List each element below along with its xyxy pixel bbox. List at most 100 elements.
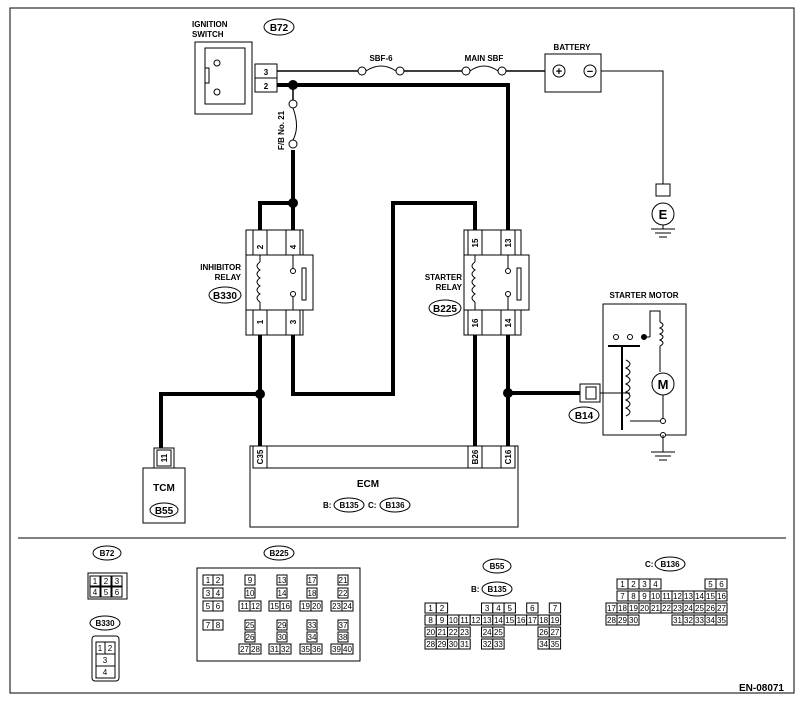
b225-cell <box>337 619 349 631</box>
b225-cell <box>310 600 323 612</box>
b136-pin-label: 14 <box>695 592 704 601</box>
svg-text:2: 2 <box>256 244 265 249</box>
b225-cell <box>306 631 318 643</box>
b136-pin-label: 10 <box>651 592 660 601</box>
b136-pin-label: 22 <box>662 604 671 613</box>
b225-pin-label: 4 <box>216 589 221 598</box>
svg-text:5: 5 <box>104 588 109 597</box>
svg-text:RELAY: RELAY <box>215 273 242 282</box>
b135-pin-label: 25 <box>494 628 503 637</box>
b136-pin-label: 24 <box>684 604 693 613</box>
b136-pin-label: 7 <box>620 592 625 601</box>
b136-cell <box>715 578 728 590</box>
b136-pin-label: 12 <box>673 592 682 601</box>
b225-pin-label: 12 <box>251 602 260 611</box>
b135-pin-label: 18 <box>539 616 548 625</box>
b136-pin-label: 20 <box>640 604 649 613</box>
svg-text:STARTER MOTOR: STARTER MOTOR <box>609 291 678 300</box>
starter-relay-connector: B225 <box>433 304 457 315</box>
b135-pin-label: 23 <box>460 628 469 637</box>
svg-text:3: 3 <box>264 68 269 77</box>
b135-pin-label: 29 <box>437 640 446 649</box>
main-sbf-label: MAIN SBF <box>465 54 504 63</box>
b225-cell <box>212 600 224 612</box>
tcm-connector: B55 <box>155 506 174 517</box>
b135-pin-label: 12 <box>471 616 480 625</box>
b225-pin-label: 32 <box>281 645 290 654</box>
svg-text:BATTERY: BATTERY <box>554 43 592 52</box>
b225-cell <box>276 631 288 643</box>
svg-text:6: 6 <box>115 588 120 597</box>
b136-pin-label: 34 <box>706 616 715 625</box>
svg-text:1: 1 <box>93 577 98 586</box>
b136-pin-label: 9 <box>642 592 647 601</box>
b135-cell <box>548 602 562 614</box>
b135-pin-label: 2 <box>440 604 445 613</box>
b225-cell <box>244 631 256 643</box>
svg-text:4: 4 <box>289 244 298 249</box>
b225-cell <box>306 619 318 631</box>
starter-relay: STARTER RELAY B225 15 13 16 14 <box>425 229 530 336</box>
svg-text:SWITCH: SWITCH <box>192 30 224 39</box>
b135-pin-label: 35 <box>550 640 559 649</box>
b135-pin-label: 15 <box>505 616 514 625</box>
b225-pin-label: 8 <box>216 621 221 630</box>
b136-pin-label: 15 <box>706 592 715 601</box>
b225-cell <box>279 643 292 655</box>
b135-pin-label: 17 <box>528 616 537 625</box>
svg-text:RELAY: RELAY <box>436 283 463 292</box>
battery: BATTERY + − <box>544 43 602 93</box>
svg-text:16: 16 <box>471 318 480 327</box>
ground-e: E <box>651 183 675 238</box>
b225-pin-label: 25 <box>246 621 255 630</box>
b136-pin-label: 18 <box>618 604 627 613</box>
b135-cell <box>492 638 505 650</box>
b225-pin-label: 17 <box>308 576 317 585</box>
b135-cell <box>548 638 562 650</box>
b136-cell <box>715 614 728 626</box>
b225-cell <box>337 574 349 586</box>
b225-pin-label: 1 <box>206 576 211 585</box>
svg-text:−: − <box>587 66 593 78</box>
b136-pin-label: 29 <box>618 616 627 625</box>
svg-text:2: 2 <box>108 644 113 653</box>
fuse-21: F/B No. 21 <box>277 99 298 150</box>
b135-pin-label: 21 <box>437 628 446 637</box>
b225-pin-label: 18 <box>308 589 317 598</box>
b135-pin-label: 9 <box>440 616 445 625</box>
b225-pin-label: 26 <box>246 633 255 642</box>
b225-pin-label: 33 <box>308 621 317 630</box>
b136-pin-label: 30 <box>629 616 638 625</box>
b225-pin-label: 5 <box>206 602 211 611</box>
b225-cell <box>276 619 288 631</box>
svg-text:13: 13 <box>504 238 513 247</box>
b136-pin-label: 6 <box>719 580 724 589</box>
b225-cell <box>306 574 318 586</box>
b225-pin-label: 6 <box>216 602 221 611</box>
b225-pin-label: 37 <box>339 621 348 630</box>
b225-pin-label: 9 <box>248 576 253 585</box>
b135-pin-label: 31 <box>460 640 469 649</box>
b135-pin-label: 27 <box>550 628 559 637</box>
b136-pin-label: 19 <box>629 604 638 613</box>
b136-pin-label: 23 <box>673 604 682 613</box>
b135-cell <box>548 626 562 638</box>
b135-pin-label: 28 <box>426 640 435 649</box>
b225-cell <box>212 619 224 631</box>
b135-cell <box>526 602 539 614</box>
b136-pin-label: 25 <box>695 604 704 613</box>
b135-pin-label: 4 <box>496 604 501 613</box>
motor-symbol: M <box>658 377 669 392</box>
svg-text:B72: B72 <box>100 549 115 558</box>
b225-pin-label: 15 <box>270 602 279 611</box>
b225-pin-label: 13 <box>278 576 287 585</box>
b225-pin-label: 31 <box>270 645 279 654</box>
svg-text:IGNITION: IGNITION <box>192 20 228 29</box>
b135-cell <box>503 602 516 614</box>
battery-feed-wire <box>277 65 545 76</box>
junction-dots <box>255 80 513 399</box>
b135-pin-label: 14 <box>494 616 503 625</box>
b136-pin-label: 3 <box>642 580 647 589</box>
b136-pin-label: 16 <box>717 592 726 601</box>
